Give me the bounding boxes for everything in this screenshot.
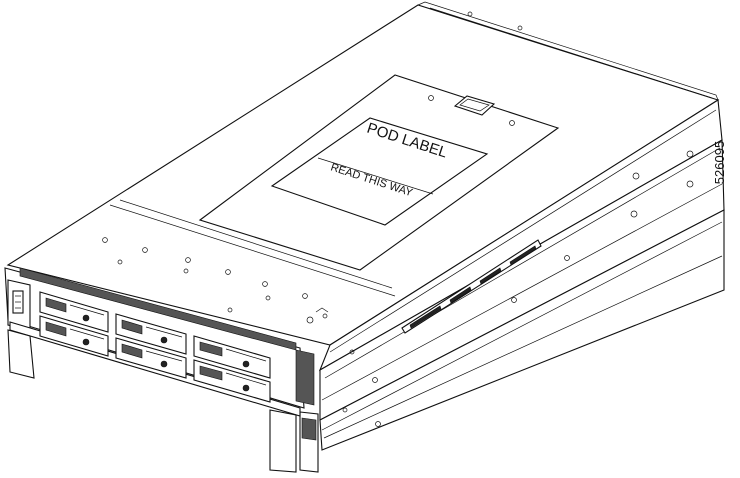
drive-bay[interactable] bbox=[193, 359, 271, 403]
label-plate bbox=[198, 74, 560, 271]
drive-bays bbox=[39, 291, 271, 403]
drive-bay[interactable] bbox=[39, 291, 109, 333]
drive-bay[interactable] bbox=[193, 335, 271, 379]
figure-number: 526095 bbox=[712, 133, 734, 193]
cover-latch bbox=[428, 95, 515, 126]
cover-screws bbox=[102, 237, 328, 319]
side-rails bbox=[318, 99, 725, 451]
figure-number-text: 526095 bbox=[712, 140, 728, 185]
arrow-icon bbox=[306, 307, 329, 324]
drive-bay[interactable] bbox=[115, 313, 187, 355]
drive-bay[interactable] bbox=[39, 315, 109, 357]
drive-bay[interactable] bbox=[115, 337, 187, 379]
